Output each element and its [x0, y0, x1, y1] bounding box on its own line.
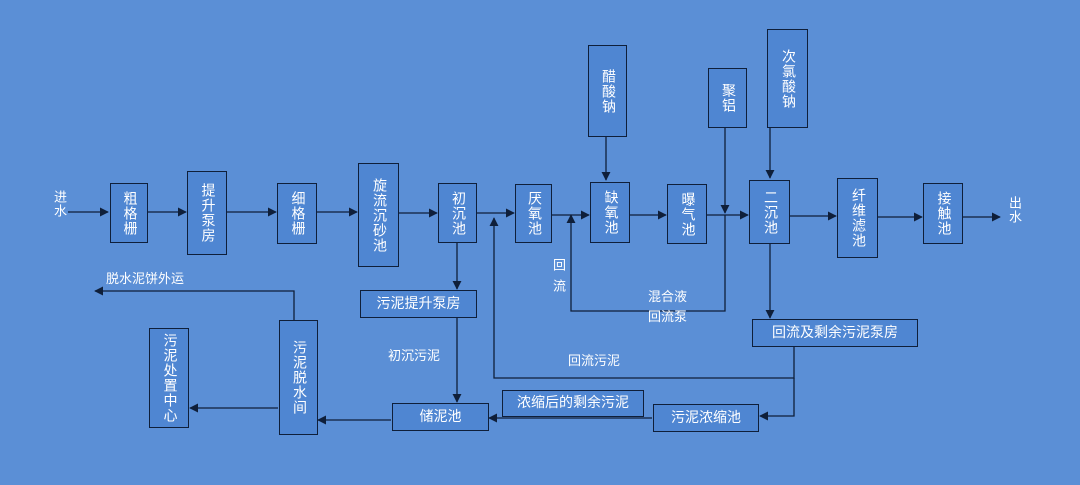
aeration-tank-box: 曝气池 — [667, 184, 707, 244]
secondary-clarifier-box: 二沉池 — [749, 180, 790, 244]
sludge-disposal-center-box: 污泥处置中心 — [149, 328, 189, 428]
return-flow-label: 回流 — [550, 258, 565, 300]
sludge-storage-box: 储泥池 — [392, 403, 489, 431]
return-excess-sludge-pump-house-box: 回流及剩余污泥泵房 — [752, 319, 918, 347]
arrow-cake-out — [94, 286, 295, 320]
outlet-label: 出水 — [1006, 196, 1021, 224]
primary-sludge-label: 初沉污泥 — [388, 349, 441, 364]
primary-clarifier-box: 初沉池 — [438, 183, 477, 243]
sludge-thickener-box: 污泥浓缩池 — [653, 404, 759, 432]
mixed-liquor-label: 混合液 — [648, 290, 688, 305]
anaerobic-tank-box: 厌氧池 — [515, 184, 552, 243]
thickened-excess-sludge-box: 浓缩后的剩余污泥 — [502, 390, 644, 417]
coarse-screen-box: 粗格栅 — [110, 183, 148, 243]
return-sludge-label: 回流污泥 — [568, 354, 621, 369]
sodium-hypochlorite-box: 次氯酸钠 — [767, 29, 808, 128]
sludge-dewatering-house-box: 污泥脱水间 — [279, 320, 318, 435]
cake-out-label: 脱水泥饼外运 — [106, 272, 185, 287]
contact-tank-box: 接触池 — [923, 183, 963, 244]
vortex-grit-chamber-box: 旋流沉砂池 — [358, 163, 399, 267]
lift-pump-house-box: 提升泵房 — [187, 171, 227, 255]
arrow-return-sludge — [489, 217, 795, 379]
sludge-lift-pump-house-box: 污泥提升泵房 — [360, 290, 477, 318]
arrow-mixed-liquor-return — [566, 214, 726, 312]
pac-box: 聚铝 — [708, 68, 747, 128]
fine-screen-box: 细格栅 — [277, 183, 317, 244]
sodium-acetate-box: 醋酸钠 — [588, 45, 627, 137]
anoxic-tank-box: 缺氧池 — [590, 182, 630, 243]
fiber-filter-box: 纤维滤池 — [837, 178, 878, 258]
arrow-excess-to-thickener — [759, 378, 795, 421]
inlet-label: 进水 — [51, 190, 66, 218]
return-pump-label: 回流泵 — [648, 310, 688, 325]
